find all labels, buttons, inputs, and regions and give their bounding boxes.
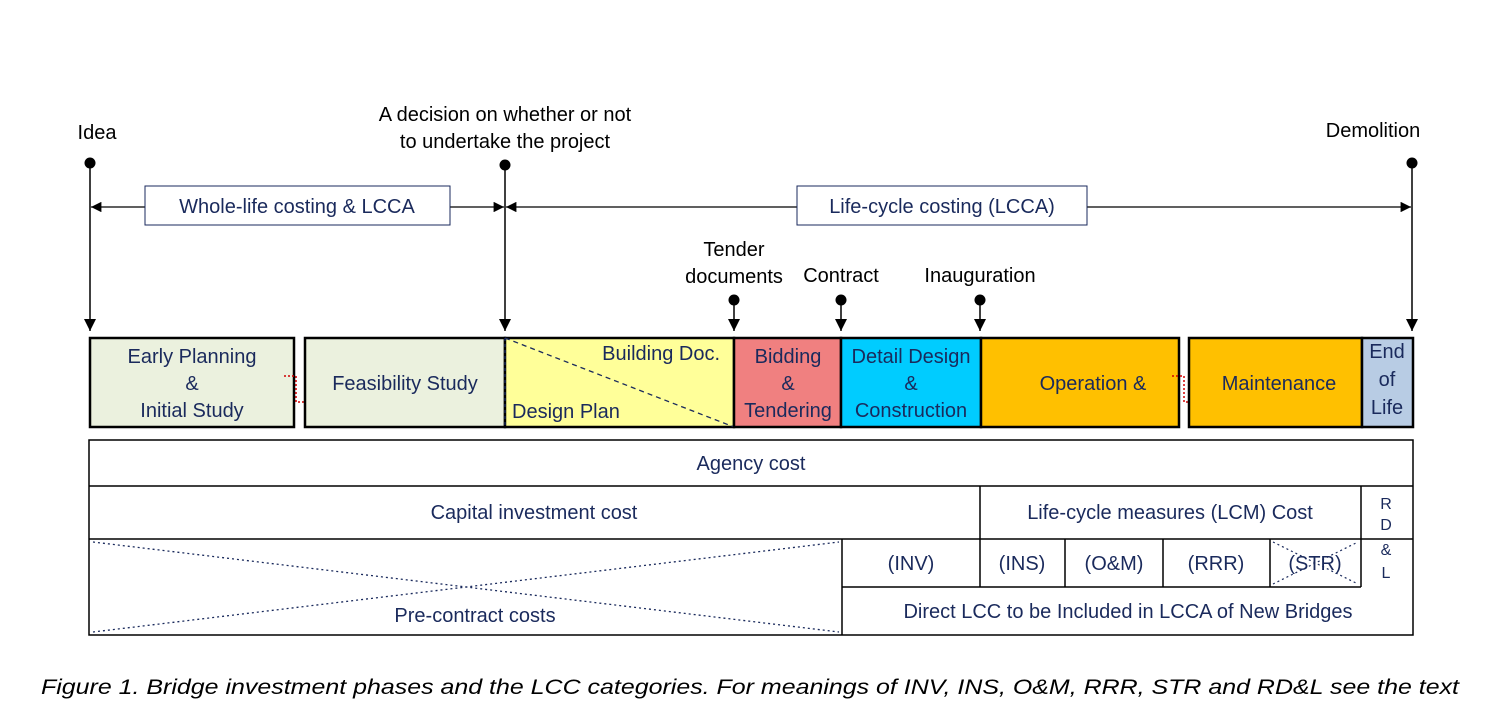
cost-table-frame: [88, 439, 1414, 636]
phase-bidding-line2: &: [781, 373, 795, 395]
rdl-letter-amp: &: [1381, 542, 1392, 559]
direct-lcc-label: Direct LCC to be Included in LCCA of New…: [903, 601, 1352, 623]
tender-label-line1: Tender: [703, 239, 764, 261]
phase-feasibility-box: [303, 336, 507, 429]
decision-label-line1: A decision on whether or not: [379, 104, 632, 126]
phase-bidding-box: [732, 336, 843, 429]
phase-bidding-line3: Tendering: [744, 400, 832, 422]
phase-early-line3: Initial Study: [140, 400, 243, 422]
pre-contract-label: Pre-contract costs: [394, 605, 555, 627]
phase-early-line2: &: [185, 373, 199, 395]
rrr-label: (RRR): [1188, 553, 1245, 575]
ins-label: (INS): [999, 553, 1046, 575]
phase-detail-design: Detail Design & Construction: [839, 336, 983, 429]
phase-detail-line3: Construction: [855, 400, 967, 422]
phase-operation-label: Operation &: [1040, 373, 1147, 395]
phase-bidding: Bidding & Tendering: [732, 336, 843, 429]
inv-label: (INV): [888, 553, 935, 575]
phase-feasibility-label: Feasibility Study: [332, 373, 478, 395]
rdl-letter-r: R: [1380, 496, 1392, 513]
phase-end-line3: Life: [1371, 397, 1403, 419]
figure-caption: Figure 1. Bridge investment phases and t…: [41, 676, 1460, 699]
cost-table: Agency cost Capital investment cost Life…: [88, 439, 1414, 636]
phase-end-box: [1360, 336, 1415, 429]
life-cycle-span-label: Life-cycle costing (LCCA): [829, 196, 1055, 218]
pre-contract-cross-2: [92, 541, 840, 633]
phase-detail-box: [839, 336, 983, 429]
rdl-letter-l: L: [1382, 565, 1391, 582]
phase-detail-line2: &: [904, 373, 918, 395]
phase-early-planning: Early Planning & Initial Study: [88, 336, 296, 429]
om-label: (O&M): [1085, 553, 1144, 575]
phase-design: Building Doc. Design Plan: [503, 336, 736, 429]
demolition-label: Demolition: [1326, 120, 1420, 142]
str-cross-2: [1272, 541, 1359, 585]
inauguration-label: Inauguration: [924, 265, 1035, 287]
phase-design-plan: Design Plan: [512, 401, 620, 423]
phase-design-diagonal: [504, 337, 735, 428]
phase-feasibility: Feasibility Study: [303, 336, 507, 429]
gap-connector-1: [284, 375, 310, 403]
phase-end-line2: of: [1379, 369, 1396, 391]
phase-building-doc: Building Doc.: [602, 343, 720, 365]
rdl-letter-d: D: [1380, 517, 1392, 534]
phase-early-line1: Early Planning: [128, 346, 257, 368]
phase-bidding-line1: Bidding: [755, 346, 822, 368]
life-cycle-span-box: [796, 185, 1088, 226]
whole-life-span-box: [144, 185, 451, 226]
capital-investment-label: Capital investment cost: [431, 502, 638, 524]
whole-life-span-label: Whole-life costing & LCCA: [179, 196, 415, 218]
idea-label: Idea: [78, 122, 118, 144]
phase-maintenance: Maintenance: [1187, 336, 1364, 429]
phase-detail-line1: Detail Design: [852, 346, 971, 368]
phase-maintenance-box: [1187, 336, 1364, 429]
phase-end-line1: End: [1369, 341, 1405, 363]
str-cross-1: [1272, 541, 1359, 585]
phase-early-box: [88, 336, 296, 429]
phase-maintenance-label: Maintenance: [1222, 373, 1337, 395]
decision-label-line2: to undertake the project: [400, 131, 611, 153]
phase-end-of-life: End of Life: [1360, 336, 1415, 429]
agency-cost-label: Agency cost: [697, 453, 806, 475]
phase-operation: Operation &: [979, 336, 1181, 429]
str-label: (STR): [1288, 553, 1341, 575]
lcm-cost-label: Life-cycle measures (LCM) Cost: [1027, 502, 1313, 524]
phase-operation-box: [979, 336, 1181, 429]
tender-label-line2: documents: [685, 266, 783, 288]
contract-label: Contract: [803, 265, 879, 287]
